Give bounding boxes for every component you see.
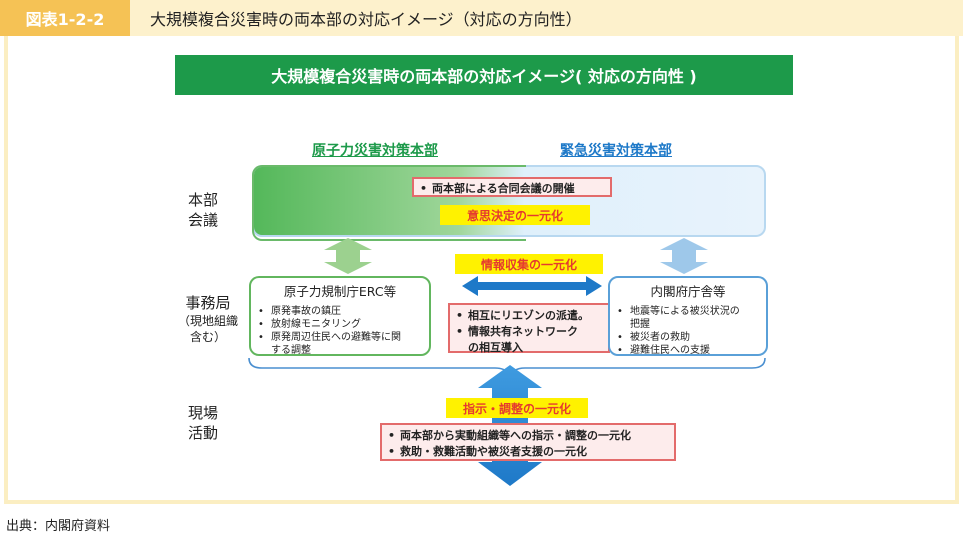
row-label-field: 現場 活動 (180, 403, 226, 444)
field-action-item: 救助・救難活動や被災者支援の一元化 (382, 444, 674, 460)
row-label-field-line: 現場 (187, 404, 218, 422)
cabinet-item: 地震等による被災状況の (610, 305, 766, 318)
row-label-meeting-line: 本部 (187, 191, 218, 209)
cabinet-item: 被災者の救助 (610, 331, 766, 344)
row-label-meeting: 本部 会議 (180, 190, 226, 231)
erc-office-box: 原子力規制庁ERC等 原発事故の鎮圧 放射線モニタリング 原発周辺住民への避難等… (249, 276, 431, 356)
figure-title: 大規模複合災害時の両本部の対応イメージ（対応の方向性） (150, 10, 582, 29)
joint-meeting-item: 両本部による合同会議の開催 (414, 181, 610, 197)
row-label-meeting-line: 会議 (187, 211, 218, 230)
field-actions-box: 両本部から実動組織等への指示・調整の一元化 救助・救難活動や被災者支援の一元化 (380, 423, 676, 461)
nuclear-hq-heading: 原子力災害対策本部 (312, 143, 438, 159)
liaison-item-cont: の相互導入 (468, 340, 523, 354)
erc-item: 原発事故の鎮圧 (251, 305, 429, 318)
joint-meeting-band (252, 165, 766, 241)
row-label-field-line: 活動 (187, 424, 218, 443)
decision-unification-label: 意思決定の一元化 (440, 205, 590, 225)
row-label-office-sub: 含む） (189, 330, 226, 345)
liaison-item: 相互にリエゾンの派遣。 (450, 308, 608, 324)
field-action-item: 両本部から実動組織等への指示・調整の一元化 (382, 428, 674, 444)
cabinet-office-title: 内閣府庁舎等 (650, 284, 726, 299)
row-label-office: 事務局 （現地組織 含む） (176, 293, 240, 346)
cabinet-item: 避難住民への支援 (610, 344, 766, 357)
command-unification-label: 指示・調整の一元化 (446, 398, 588, 418)
erc-item-cont: する調整 (271, 345, 311, 356)
row-label-office-sub: （現地組織 (177, 314, 238, 329)
liaison-box: 相互にリエゾンの派遣。 情報共有ネットワーク の相互導入 (448, 303, 610, 354)
row-label-office-line: 事務局 (185, 294, 231, 312)
liaison-item: 情報共有ネットワーク (450, 324, 608, 340)
joint-meeting-box: 両本部による合同会議の開催 (412, 177, 612, 197)
figure-number: 図表1-2-2 (0, 0, 130, 36)
cabinet-item-cont: 把握 (630, 319, 650, 330)
cabinet-office-box: 内閣府庁舎等 地震等による被災状況の 把握 被災者の救助 避難住民への支援 (608, 276, 768, 357)
erc-office-title: 原子力規制庁ERC等 (283, 284, 397, 299)
source-note: 出典：内閣府資料 (6, 519, 111, 534)
emergency-hq-heading: 緊急災害対策本部 (560, 143, 672, 159)
erc-item: 原発周辺住民への避難等に関 (251, 331, 429, 344)
erc-item: 放射線モニタリング (251, 318, 429, 331)
info-collection-label: 情報収集の一元化 (455, 254, 603, 274)
diagram-banner: 大規模複合災害時の両本部の対応イメージ( 対応の方向性 ) (175, 55, 793, 95)
header-bar (0, 0, 963, 36)
